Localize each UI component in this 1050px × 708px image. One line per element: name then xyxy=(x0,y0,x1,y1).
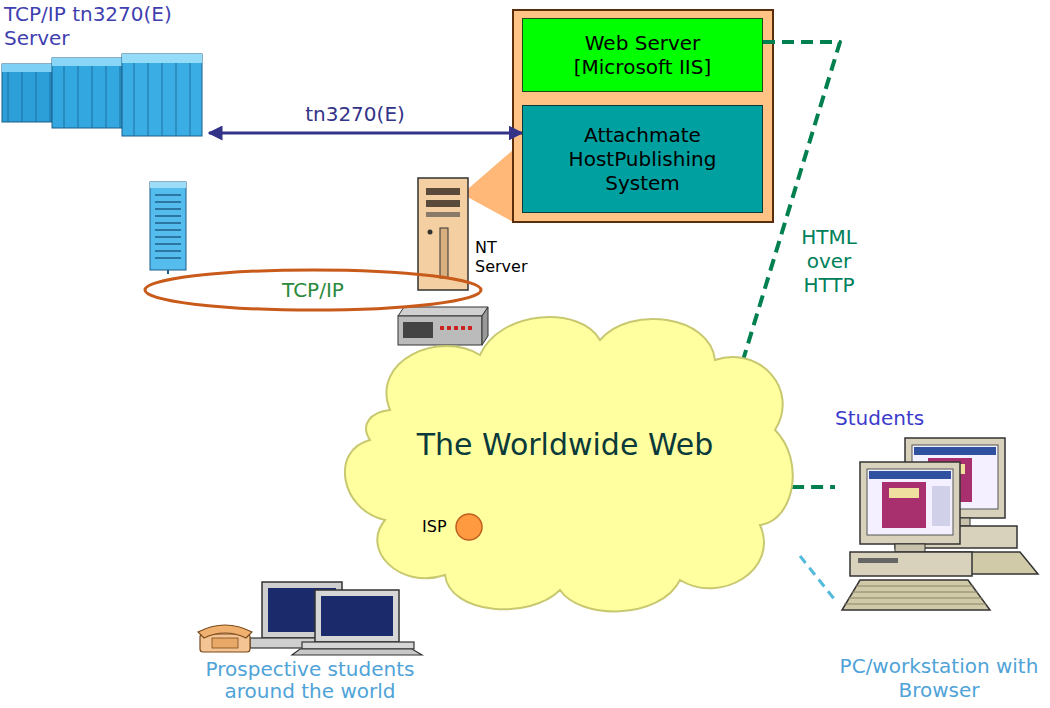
callout-wedge xyxy=(462,150,513,222)
network-router xyxy=(398,307,488,345)
node-text: ISP xyxy=(422,517,452,536)
remote-workstations xyxy=(198,582,422,655)
web-link xyxy=(800,556,835,600)
node-text: PC/workstation with Browser xyxy=(835,654,1043,702)
node-text: TCP/IP xyxy=(282,278,344,302)
node-text: Web Server [Microsoft IIS] xyxy=(543,31,743,79)
node-text: The Worldwide Web xyxy=(417,427,714,463)
node-text: Students xyxy=(835,406,1043,430)
node-text: Attachmate HostPublishing System xyxy=(543,123,743,195)
node-text: Prospective students around the world xyxy=(190,658,430,702)
tn3270-link xyxy=(209,132,522,135)
isp-point: ISP xyxy=(422,512,484,542)
mainframe-illustration xyxy=(2,54,202,274)
server-machine: NT Server xyxy=(418,178,540,296)
node-text: TCP/IP tn3270(E) Server xyxy=(4,2,189,50)
nt-server-tower xyxy=(418,178,468,290)
prospect-group: Prospective students around the world xyxy=(190,574,430,702)
process-box: Web Server [Microsoft IIS] xyxy=(522,18,763,92)
mainframe-host: TCP/IP tn3270(E) Server xyxy=(4,2,209,277)
network-ring: TCP/IP xyxy=(143,268,483,312)
edge-label: tn3270(E) xyxy=(300,102,410,126)
process-box: Attachmate HostPublishing System xyxy=(522,105,763,213)
internet-cloud: The Worldwide Web xyxy=(330,300,800,620)
student-group: StudentsPC/workstation with Browser xyxy=(835,406,1043,702)
isp-circle xyxy=(454,512,484,542)
server-software-panel xyxy=(513,10,773,222)
student-workstations xyxy=(842,438,1038,610)
edge-label: HTML over HTTP xyxy=(792,225,866,297)
node-text: NT Server xyxy=(475,238,537,276)
